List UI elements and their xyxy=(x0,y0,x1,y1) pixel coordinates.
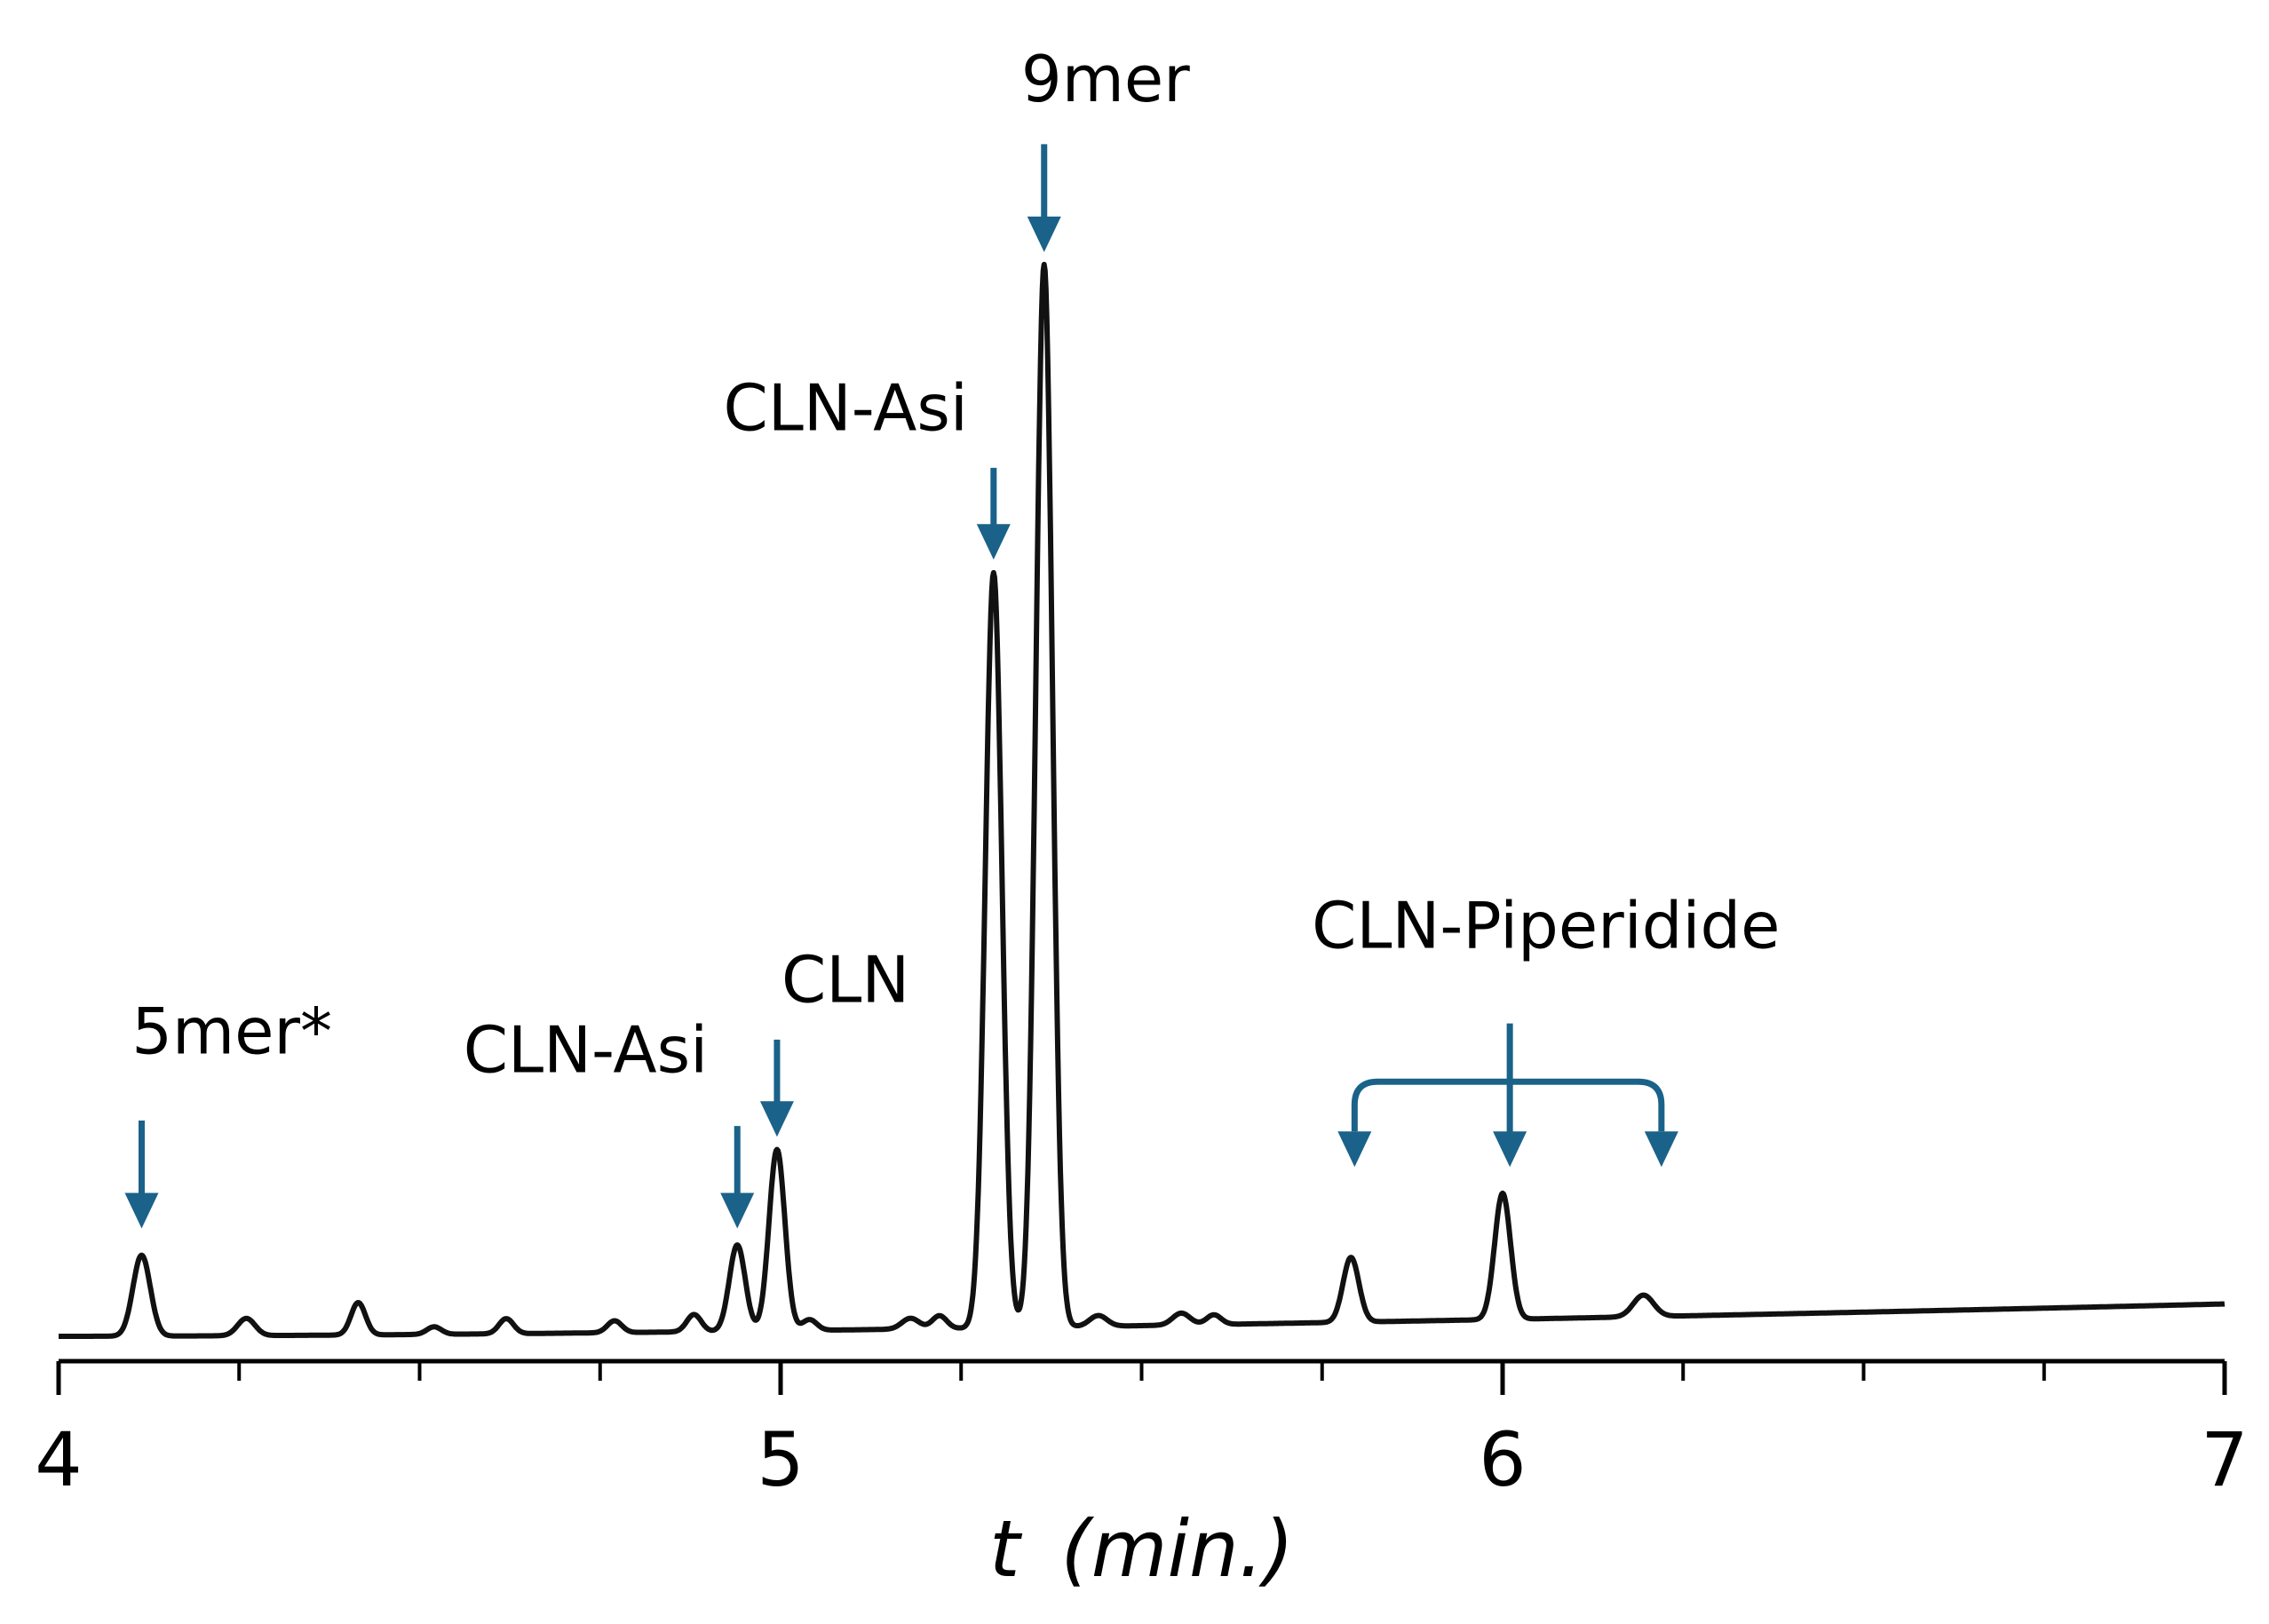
x-axis-label: t (min.) xyxy=(989,1503,1294,1595)
bracket-label: CLN-Piperidide xyxy=(1312,889,1780,963)
peak-arrow-2-head xyxy=(759,1101,794,1137)
bracket-arrow-head-0 xyxy=(1337,1131,1372,1168)
peak-label: CLN-Asi xyxy=(723,370,967,445)
bracket-arrow-head-2 xyxy=(1644,1131,1678,1168)
x-tick-label: 6 xyxy=(1479,1416,1526,1503)
peak-arrow-1-head xyxy=(720,1192,755,1229)
bracket-arrow-head-1 xyxy=(1493,1131,1527,1168)
x-tick-label: 5 xyxy=(757,1416,804,1503)
chromatogram-trace xyxy=(57,261,2226,1339)
peak-arrow-0-head xyxy=(124,1192,159,1229)
peak-arrow-4-head xyxy=(1027,216,1061,252)
peak-label: 5mer* xyxy=(131,994,332,1069)
x-axis-label-var: t xyxy=(989,1503,1023,1595)
peak-label: CLN-Asi xyxy=(464,1012,708,1087)
x-axis: 4 5 6 7 xyxy=(35,1359,2249,1503)
x-axis-label-unit: (min.) xyxy=(1060,1503,1294,1595)
x-tick-label: 7 xyxy=(2201,1416,2248,1503)
peak-label: 9mer xyxy=(1021,42,1190,116)
peak-arrow-3-head xyxy=(976,524,1011,560)
x-tick-label: 4 xyxy=(35,1416,82,1503)
peak-label: CLN xyxy=(781,942,909,1017)
